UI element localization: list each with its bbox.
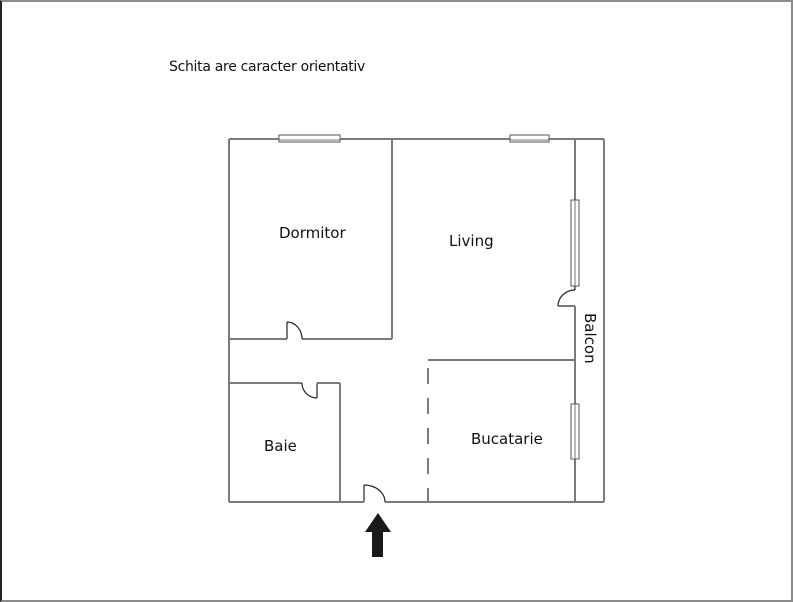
walls — [228, 138, 605, 503]
windows — [278, 134, 580, 460]
label-dormitor: Dormitor — [279, 224, 346, 242]
label-balcon: Balcon — [581, 313, 599, 364]
door-dormitor — [286, 321, 303, 340]
arrow-up-icon — [365, 513, 391, 557]
label-living: Living — [449, 232, 494, 250]
window-living — [509, 134, 550, 143]
window-dormitor — [278, 134, 341, 143]
disclaimer-note: Schita are caracter orientativ — [169, 59, 366, 75]
door-baie — [301, 382, 318, 399]
door-entrance — [363, 484, 386, 503]
label-baie: Baie — [264, 437, 297, 455]
label-bucatarie: Bucatarie — [471, 430, 543, 448]
door-balcon — [557, 289, 576, 307]
door-swings — [286, 289, 576, 503]
